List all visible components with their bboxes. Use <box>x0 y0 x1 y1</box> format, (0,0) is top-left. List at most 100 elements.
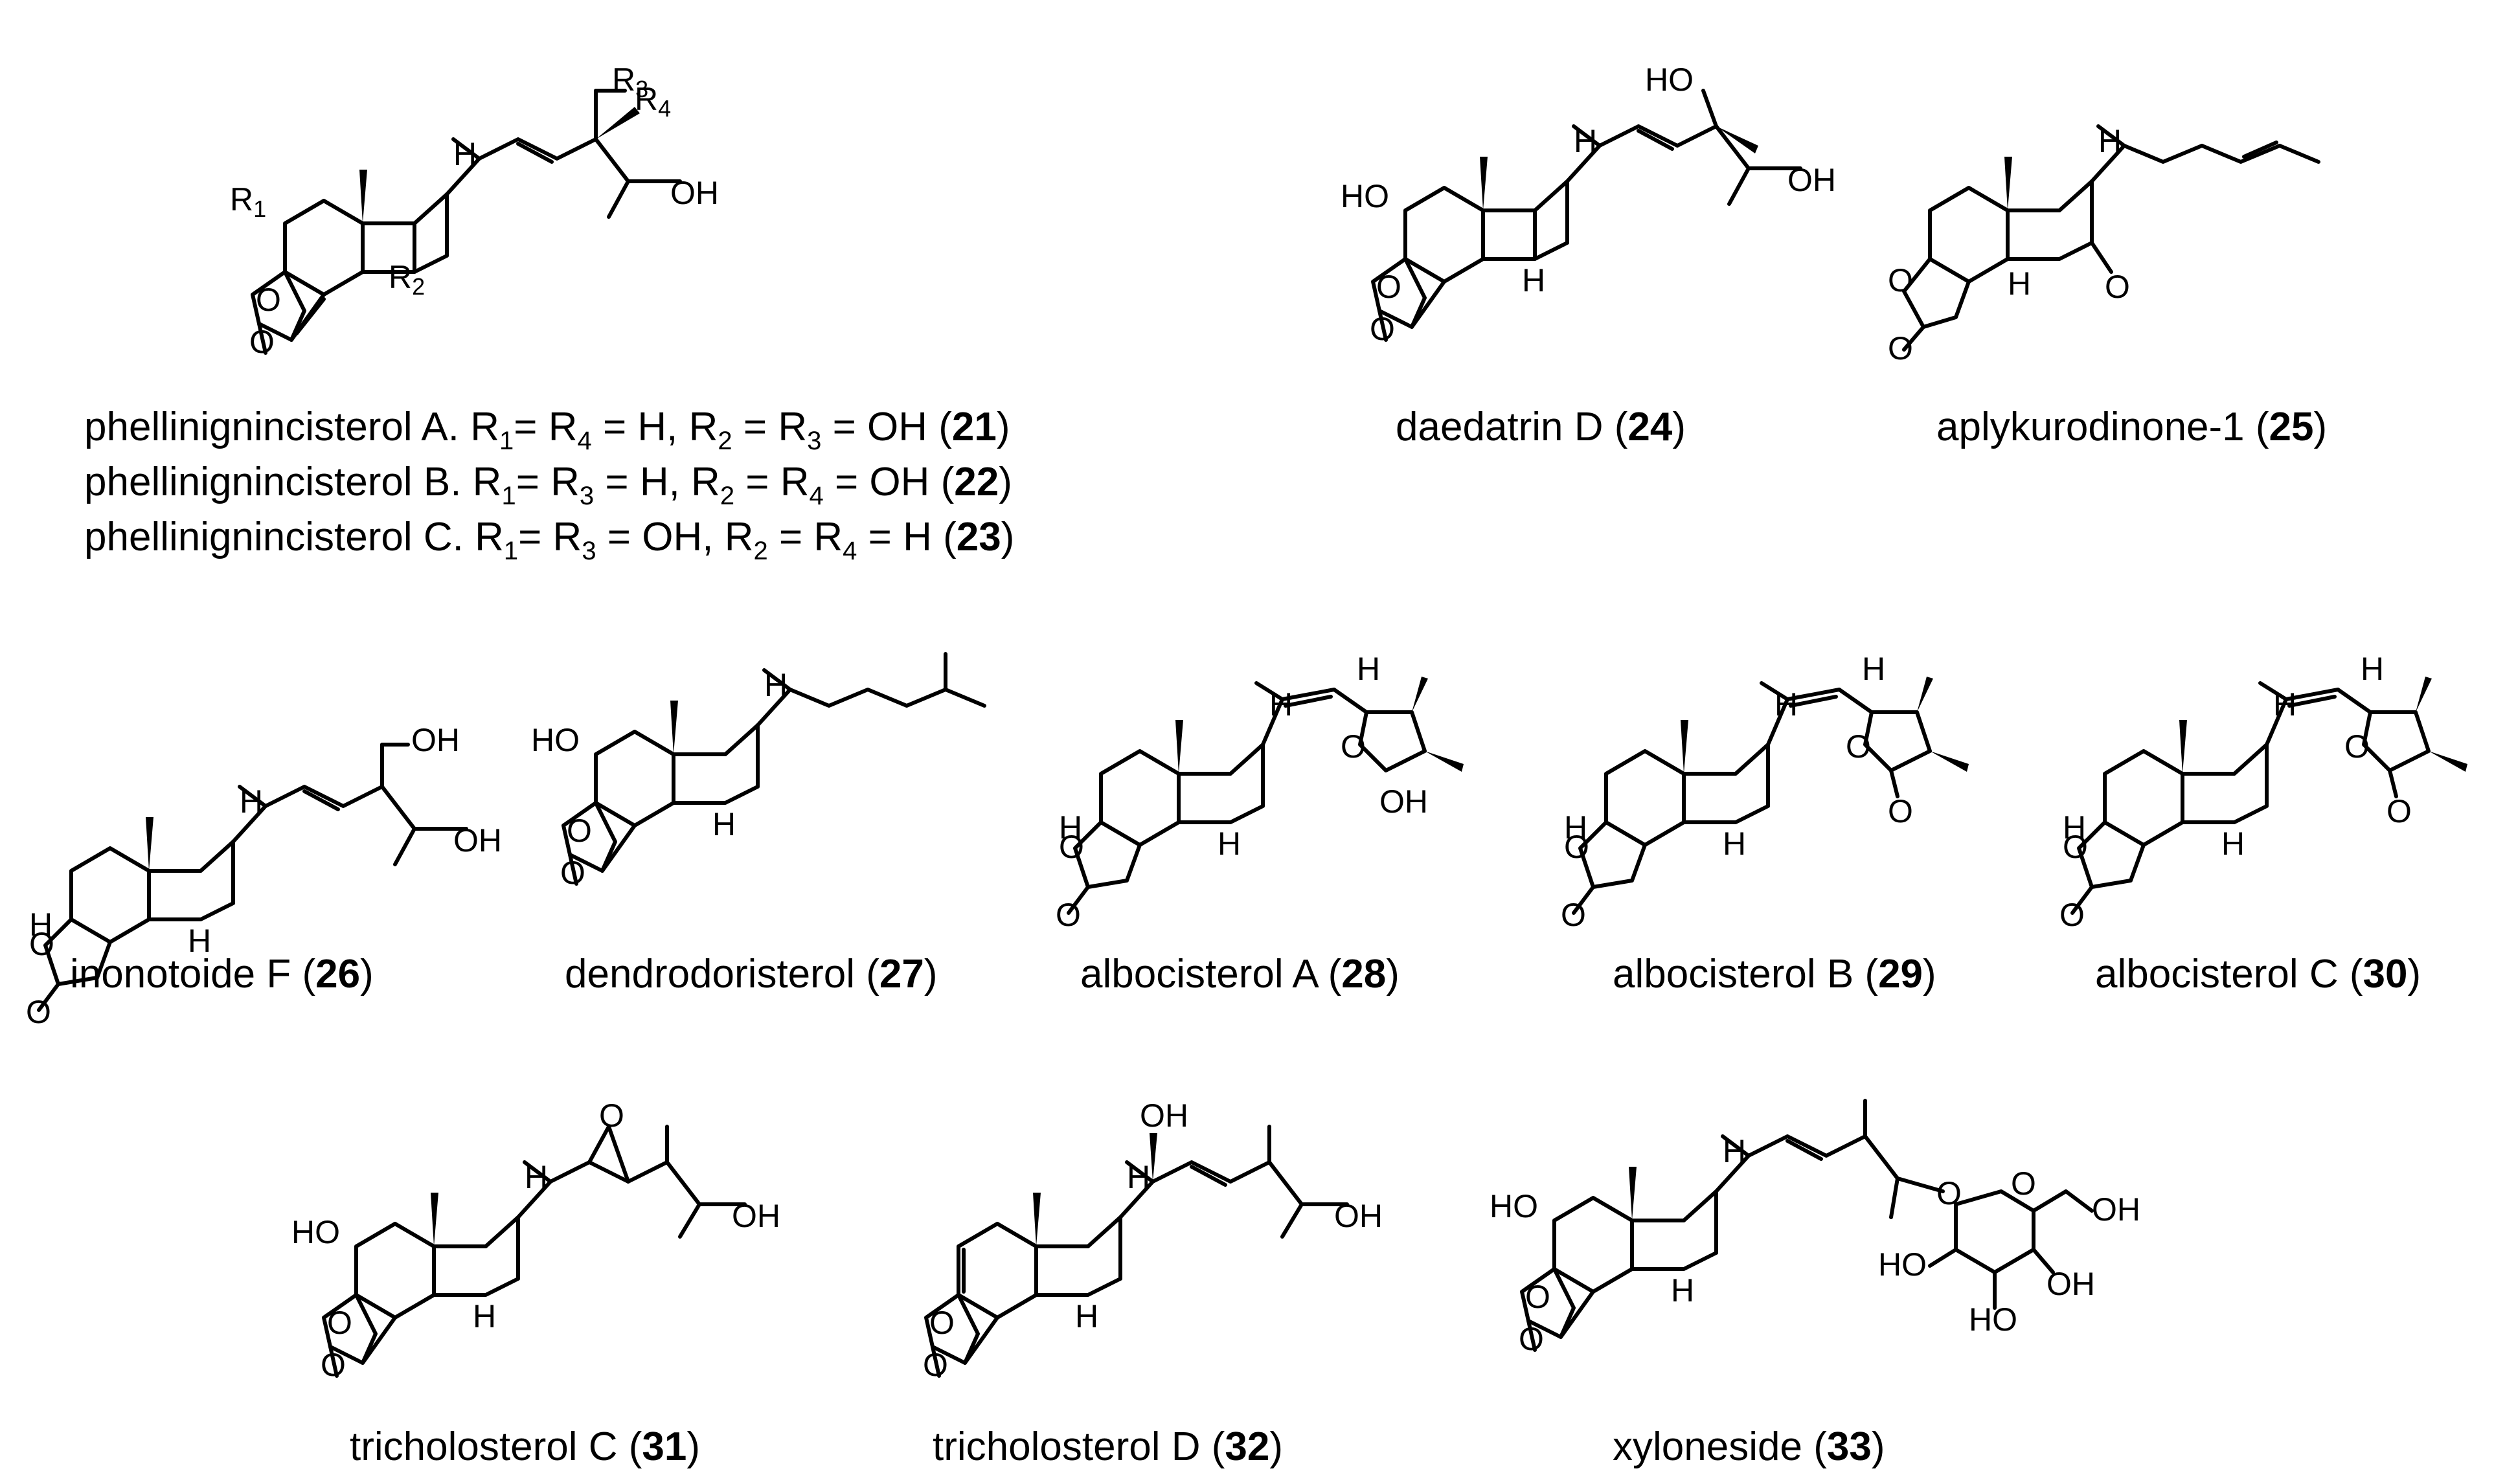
atom-h: H <box>1723 826 1746 862</box>
atom-h: H <box>712 806 736 842</box>
atom-o: O <box>1888 262 1913 298</box>
caption-26: inonotoide F (26) <box>70 952 374 996</box>
atom-o: O <box>2063 829 2088 865</box>
structure-33: O O OH HO HO OH HO H H O O <box>1490 1099 2140 1357</box>
atom-oh: OH <box>732 1198 780 1234</box>
atom-o: O <box>1519 1321 1544 1357</box>
atom-o: O <box>567 813 592 849</box>
atom-o: O <box>1370 311 1395 347</box>
atom-oh: OH <box>1140 1097 1188 1134</box>
atom-h: H <box>29 906 52 943</box>
atom-o: O <box>1564 829 1589 865</box>
atom-o: O <box>249 324 275 360</box>
atom-o: O <box>2344 728 2370 765</box>
atom-h: H <box>1564 809 1587 846</box>
structure-21-23: R4 R3 OH R1 R2 H O O <box>230 62 719 360</box>
atom-h: H <box>525 1159 548 1195</box>
atom-o: O <box>2059 897 2085 933</box>
atom-h: H <box>1574 123 1597 159</box>
atom-h: H <box>764 667 788 703</box>
caption-24: daedatrin D (24) <box>1396 405 1686 449</box>
atom-o: O <box>1525 1279 1550 1315</box>
atom-oh: OH <box>411 722 460 758</box>
caption-22: phellinignincisterol B. R1= R3 = H, R2 =… <box>84 460 1012 510</box>
atom-o: O <box>560 855 585 891</box>
atom-o: O <box>2105 269 2130 305</box>
structure-26: OH OH H H H O O <box>26 722 502 1030</box>
caption-32: tricholosterol D (32) <box>933 1424 1283 1469</box>
structure-25: H H O O O <box>1888 123 2320 366</box>
atom-h: H <box>1218 826 1241 862</box>
structure-27: HO H H O O <box>531 652 986 891</box>
structure-28: H O OH H H H O O <box>1056 651 1464 933</box>
atom-oh: OH <box>1334 1198 1383 1234</box>
atom-R3: R3 <box>612 62 648 102</box>
atom-h: H <box>2008 265 2031 302</box>
caption-28: albocisterol A (28) <box>1080 952 1400 996</box>
caption-27: dendrodoristerol (27) <box>565 952 938 996</box>
atom-o: O <box>923 1347 948 1383</box>
atom-h: H <box>1522 262 1545 298</box>
caption-29: albocisterol B (29) <box>1613 952 1936 996</box>
atom-h: H <box>2273 686 2296 723</box>
atom-o: O <box>2386 793 2412 829</box>
atom-h: H <box>453 136 477 172</box>
structure-24: HO OH HO H H O O <box>1341 62 1836 347</box>
atom-h: H <box>1357 651 1380 687</box>
atom-h: H <box>2098 123 2122 159</box>
atom-oh: OH <box>670 175 719 211</box>
atom-h: H <box>473 1298 496 1334</box>
caption-33: xyloneside (33) <box>1613 1424 1885 1469</box>
atom-h: H <box>2361 651 2384 687</box>
atom-h: H <box>2221 826 2245 862</box>
atom-h: H <box>1269 686 1293 723</box>
atom-R2: R2 <box>389 259 425 300</box>
atom-h: H <box>1671 1272 1694 1309</box>
atom-h: H <box>1774 686 1798 723</box>
caption-23: phellinignincisterol C. R1= R3 = OH, R2 … <box>84 515 1014 565</box>
atom-o: O <box>599 1097 624 1134</box>
atom-ho: HO <box>1645 62 1694 98</box>
atom-h: H <box>240 783 263 820</box>
atom-ho: HO <box>1490 1188 1538 1224</box>
atom-ho: HO <box>1878 1246 1927 1283</box>
atom-h: H <box>2063 809 2086 846</box>
atom-o: O <box>1846 728 1871 765</box>
atom-h: H <box>1075 1298 1098 1334</box>
atom-o: O <box>1936 1175 1962 1211</box>
caption-30: albocisterol C (30) <box>2095 952 2421 996</box>
atom-h: H <box>1862 651 1885 687</box>
atom-ho: HO <box>531 722 580 758</box>
atom-oh: OH <box>1379 783 1428 820</box>
caption-31: tricholosterol C (31) <box>350 1424 700 1469</box>
atom-o: O <box>327 1305 352 1341</box>
atom-o: O <box>26 994 51 1030</box>
structure-32: OH OH H H O O <box>923 1097 1383 1383</box>
atom-oh: OH <box>453 822 502 859</box>
structure-31: O OH HO H H O O <box>291 1097 780 1383</box>
atom-o: O <box>321 1347 346 1383</box>
atom-h: H <box>1059 809 1082 846</box>
atom-h: H <box>1723 1133 1746 1169</box>
atom-o: O <box>1561 897 1586 933</box>
atom-o: O <box>1341 728 1366 765</box>
atom-o: O <box>929 1305 955 1341</box>
atom-o: O <box>256 282 281 318</box>
atom-o: O <box>1888 793 1913 829</box>
atom-oh: OH <box>2092 1191 2140 1228</box>
atom-o: O <box>1056 897 1081 933</box>
atom-oh: OH <box>1787 162 1836 198</box>
caption-21: phellinignincisterol A. R1= R4 = H, R2 =… <box>84 405 1010 455</box>
atom-ho: HO <box>291 1214 340 1250</box>
atom-oh: OH <box>2046 1266 2095 1302</box>
atom-o: O <box>1376 269 1401 305</box>
atom-h: H <box>1127 1159 1150 1195</box>
atom-o: O <box>1888 330 1913 366</box>
atom-o: O <box>1059 829 1084 865</box>
atom-ho: HO <box>1969 1301 2017 1338</box>
caption-25: aplykurodinone-1 (25) <box>1936 405 2327 449</box>
atom-o: O <box>29 926 54 962</box>
structure-30: H O O H H H O O <box>2059 651 2467 933</box>
